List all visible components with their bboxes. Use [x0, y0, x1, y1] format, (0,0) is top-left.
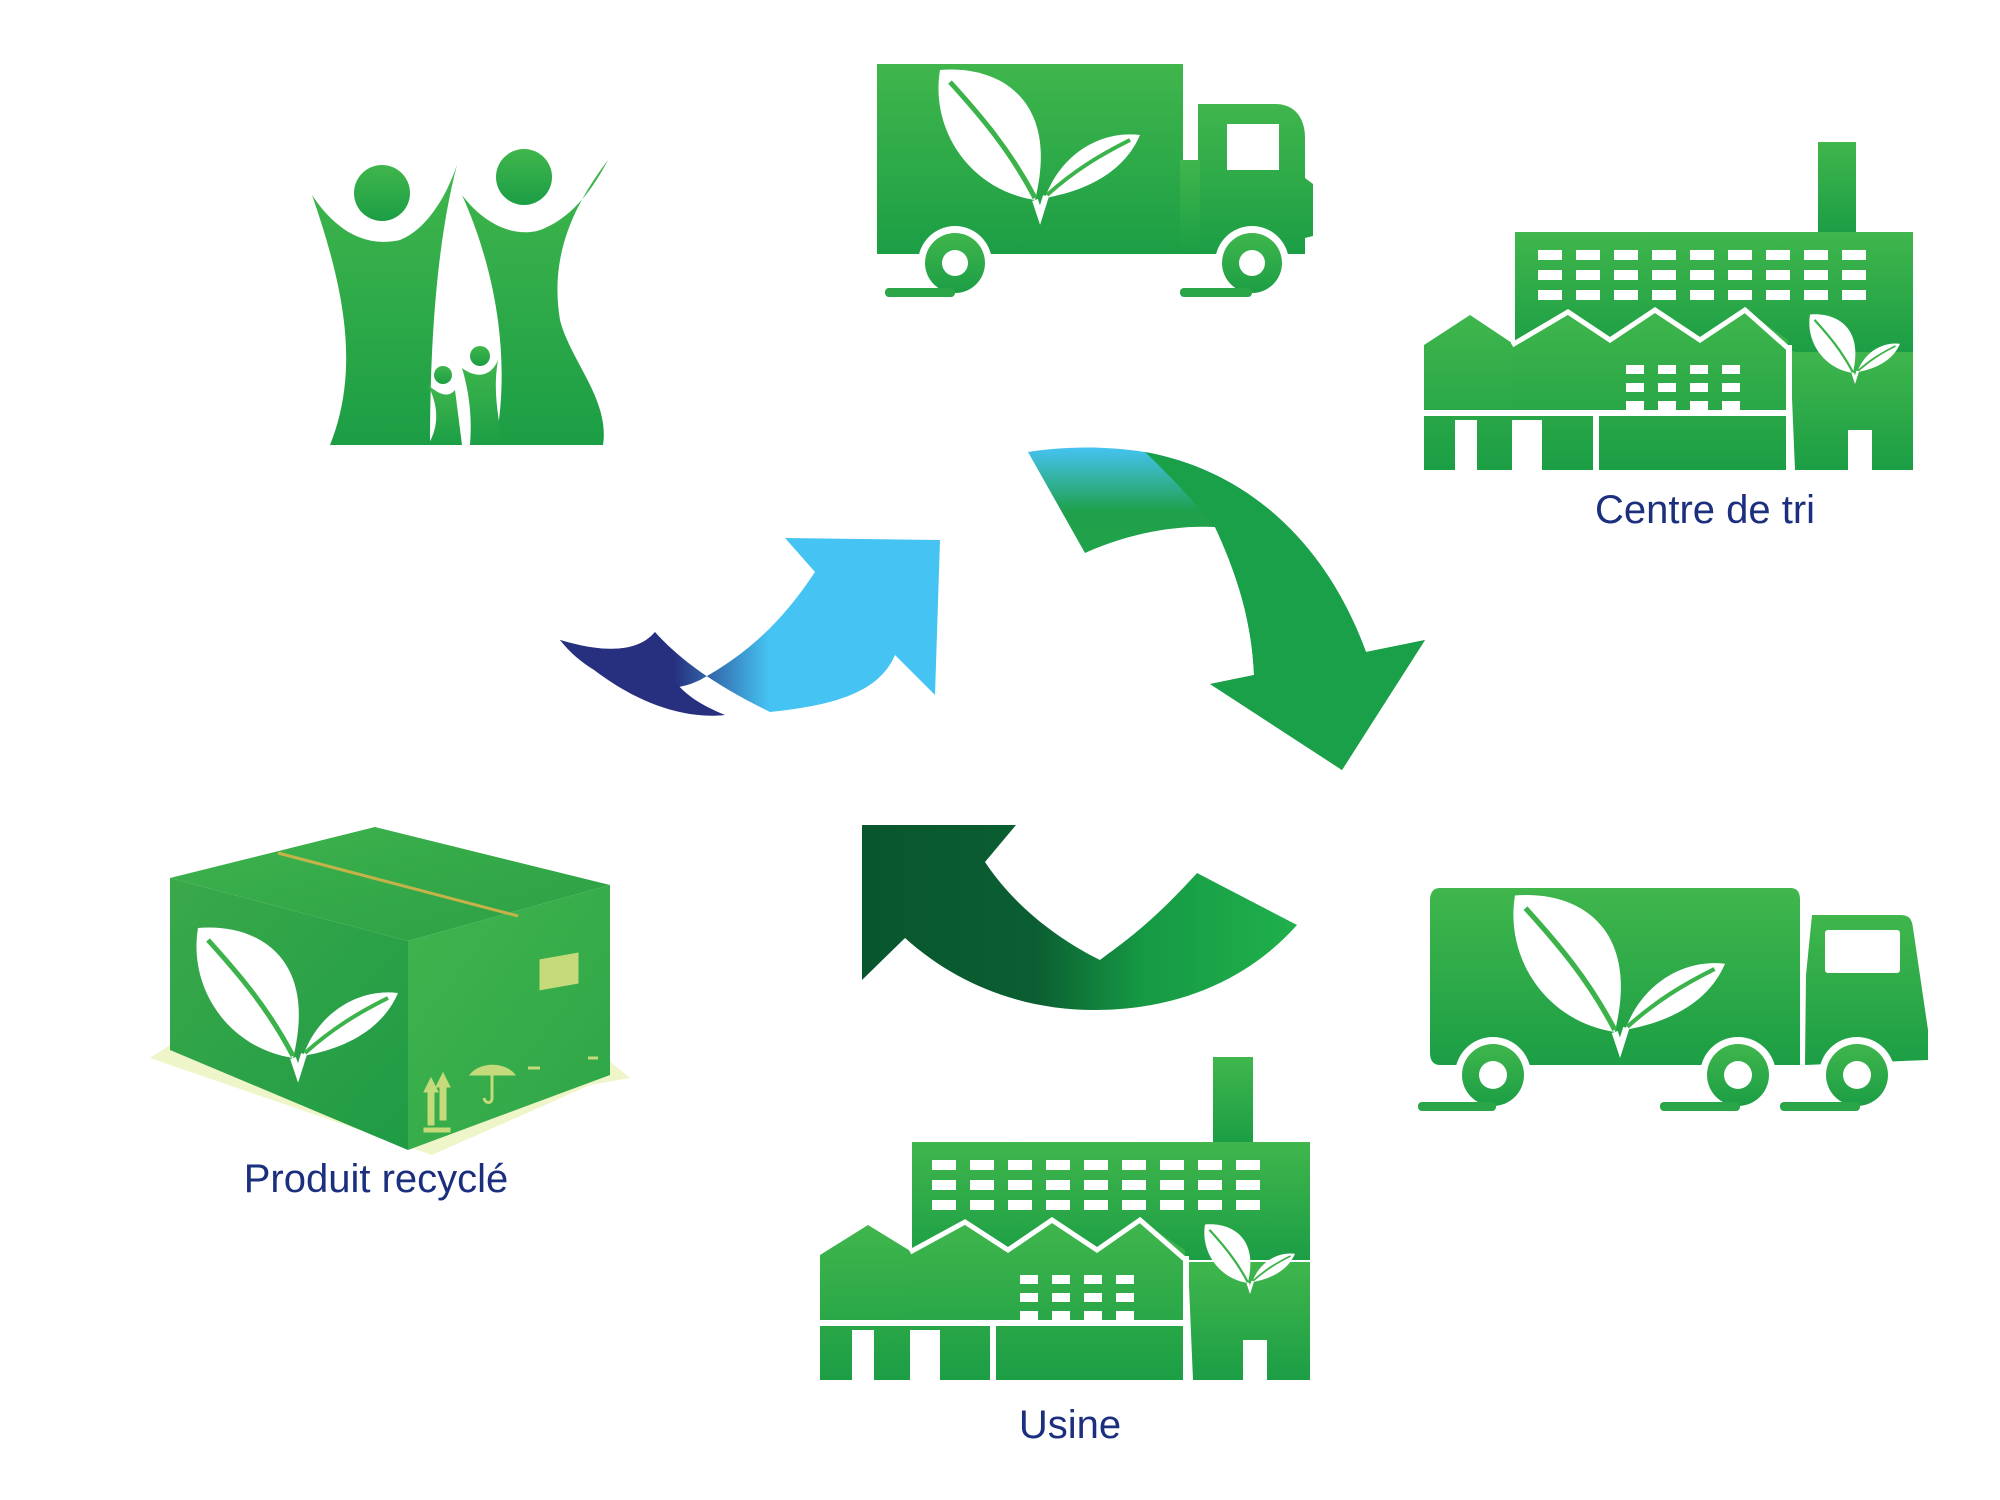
arrow-top-left: [560, 538, 940, 716]
label-centre-de-tri: Centre de tri: [1594, 488, 1816, 532]
family-icon: [312, 149, 608, 445]
factory-icon: [820, 1057, 1310, 1380]
label-usine: Usine: [1018, 1403, 1122, 1447]
truck-right-icon: [1418, 888, 1928, 1113]
label-produit-recycle: Produit recyclé: [243, 1157, 509, 1201]
sorting-center-factory-icon: [1424, 142, 1913, 470]
arrow-right: [1028, 447, 1425, 770]
arrow-bottom: [862, 825, 1297, 1010]
truck-top-icon: [877, 64, 1313, 300]
recycled-box-icon: [150, 827, 630, 1155]
